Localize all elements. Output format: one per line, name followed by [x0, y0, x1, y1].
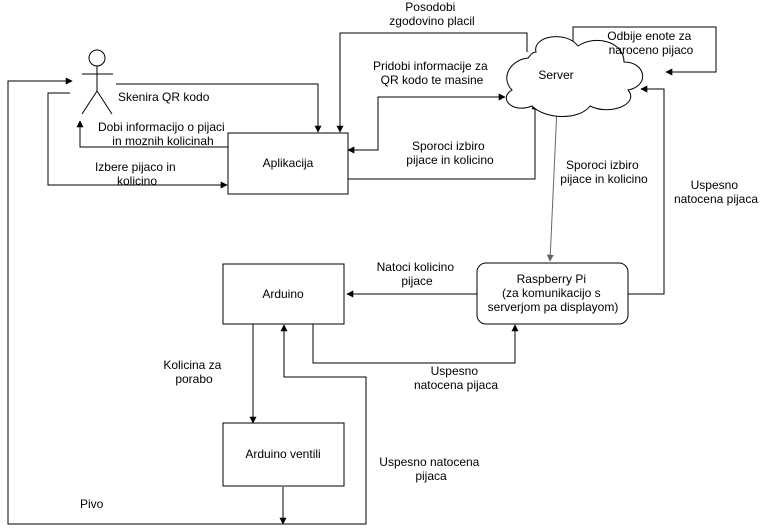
label-uspesno-server: Uspesno natocena pijaca	[674, 178, 758, 206]
edge-skenira	[116, 83, 322, 133]
edge-odbije	[572, 26, 717, 76]
label-kolicina: Kolicina za porabo	[163, 358, 224, 386]
edge-posodobi	[336, 32, 528, 133]
node-arduino-box	[222, 263, 345, 325]
user-actor	[81, 49, 113, 115]
edge-dobi	[76, 120, 228, 148]
label-uspesno-arduino: Uspesno natocena pijaca	[414, 364, 498, 392]
label-sporoci-server-line-2: pijace in kolicino	[560, 172, 648, 186]
label-uspesno-arduino-line-2: natocena pijaca	[414, 378, 498, 392]
node-aplikacija-label: Aplikacija	[263, 156, 314, 170]
label-uspesno-ventili-line-1: Uspesno natocena	[379, 455, 479, 469]
edge-pivo	[7, 77, 283, 525]
label-uspesno-ventili: Uspesno natocena pijaca	[379, 455, 482, 483]
label-uspesno-arduino-line-1: Uspesno	[431, 364, 479, 378]
node-arduino-label: Arduino	[262, 287, 304, 301]
label-kolicina-line-2: porabo	[175, 372, 213, 386]
label-pridobi-line-2: QR kodo te masine	[381, 73, 484, 87]
edge-sporoci-app	[348, 102, 539, 180]
label-dobi-line-2: in moznih kolicinah	[112, 134, 213, 148]
label-sporoci-server: Sporoci izbiro pijace in kolicino	[560, 158, 648, 186]
label-uspesno-ventili-line-2: pijaca	[415, 469, 447, 483]
label-pridobi: Pridobi informacije za QR kodo te masine	[373, 59, 491, 87]
node-raspberry-box	[476, 262, 629, 325]
edge-izbere	[47, 92, 228, 189]
label-posodobi: Posodobi zgodovino placil	[389, 0, 474, 28]
label-skenira: Skenira QR kodo	[118, 90, 210, 104]
label-natoci: Natoci kolicino pijace	[377, 260, 458, 288]
edge-uspesno-arduino	[312, 324, 519, 364]
label-natoci-line-1: Natoci kolicino	[377, 260, 455, 274]
edge-sporoci-server	[546, 106, 558, 262]
edge-pridobi	[347, 93, 506, 154]
edge-uspesno-server	[628, 85, 665, 295]
label-odbije-line-1: Odbije enote za	[607, 29, 691, 43]
node-raspberry-line-3: serverjom pa displayom)	[488, 300, 619, 314]
node-server-cloud	[505, 36, 644, 117]
label-sporoci-app: Sporoci izbiro pijace in kolicino	[406, 139, 494, 167]
node-ventili-label: Arduino ventili	[245, 447, 320, 461]
label-sporoci-app-line-2: pijace in kolicino	[406, 153, 494, 167]
label-sporoci-app-line-1: Sporoci izbiro	[412, 139, 485, 153]
label-posodobi-line-2: zgodovino placil	[389, 14, 474, 28]
label-dobi-line-1: Dobi informacijo o pijaci	[98, 120, 225, 134]
label-izbere-line-2: kolicino	[117, 174, 157, 188]
label-pridobi-line-1: Pridobi informacije za	[373, 59, 488, 73]
label-izbere: Izbere pijaco in kolicino	[95, 160, 179, 188]
label-pivo: Pivo	[80, 497, 104, 511]
label-uspesno-server-line-1: Uspesno	[691, 178, 739, 192]
node-raspberry-label: Raspberry Pi (za komunikacijo s serverjo…	[488, 272, 619, 314]
label-izbere-line-1: Izbere pijaco in	[95, 160, 176, 174]
label-odbije-line-2: naroceno pijaco	[609, 43, 694, 57]
node-raspberry-line-2: (za komunikacijo s	[502, 286, 601, 300]
label-uspesno-server-line-2: natocena pijaca	[674, 192, 758, 206]
label-posodobi-line-1: Posodobi	[405, 0, 455, 14]
node-server-label: Server	[538, 68, 573, 82]
label-odbije: Odbije enote za naroceno pijaco	[607, 29, 694, 57]
node-ventili-box	[222, 422, 345, 487]
node-raspberry-line-1: Raspberry Pi	[517, 272, 586, 286]
label-natoci-line-2: pijace	[401, 274, 433, 288]
label-kolicina-line-1: Kolicina za	[163, 358, 221, 372]
label-sporoci-server-line-1: Sporoci izbiro	[566, 158, 639, 172]
node-aplikacija-box	[227, 132, 349, 195]
edge-uspesno-ventili	[280, 324, 367, 525]
label-dobi: Dobi informacijo o pijaci in moznih koli…	[98, 120, 228, 148]
